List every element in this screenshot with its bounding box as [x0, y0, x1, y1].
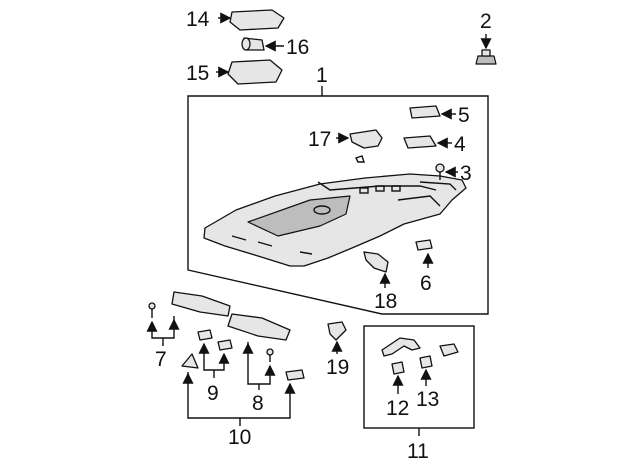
part-2: 2 [475, 10, 497, 65]
callout-18: 18 [374, 290, 397, 313]
callout-9: 9 [207, 382, 219, 405]
callout-15: 15 [186, 62, 209, 85]
part-17: 17 [308, 128, 383, 163]
callout-8: 8 [252, 392, 264, 415]
callout-1: 1 [316, 64, 328, 87]
part-6: 6 [415, 239, 434, 295]
part-9: 9 [197, 329, 233, 405]
part-3: 3 [435, 162, 472, 185]
callout-14: 14 [186, 8, 210, 31]
part-16: 16 [241, 36, 309, 59]
callout-7: 7 [155, 348, 167, 371]
headliner-frame [187, 86, 489, 315]
callout-17: 17 [308, 128, 331, 151]
part-7: 7 [146, 291, 231, 371]
part-5: 5 [409, 104, 470, 127]
callout-12: 12 [386, 397, 409, 420]
callout-19: 19 [326, 356, 349, 379]
part-8: 8 [227, 313, 291, 415]
part-18: 18 [363, 251, 397, 313]
callout-13: 13 [416, 388, 439, 411]
callout-6: 6 [420, 272, 432, 295]
part-13: 13 [416, 355, 439, 411]
part-11-box: 11 [363, 325, 475, 463]
callout-5: 5 [458, 104, 470, 127]
part-10: 10 [181, 353, 305, 449]
callout-16: 16 [286, 36, 309, 59]
part-4: 4 [403, 133, 466, 156]
part-19: 19 [326, 321, 349, 379]
callout-3: 3 [460, 162, 472, 185]
callout-4: 4 [454, 133, 466, 156]
callout-2: 2 [480, 10, 492, 33]
callout-10: 10 [228, 426, 251, 449]
part-12: 12 [386, 361, 409, 420]
part-14: 14 [186, 8, 285, 31]
callout-11: 11 [407, 440, 429, 463]
part-15: 15 [186, 59, 283, 85]
headliner-panel [203, 173, 467, 267]
